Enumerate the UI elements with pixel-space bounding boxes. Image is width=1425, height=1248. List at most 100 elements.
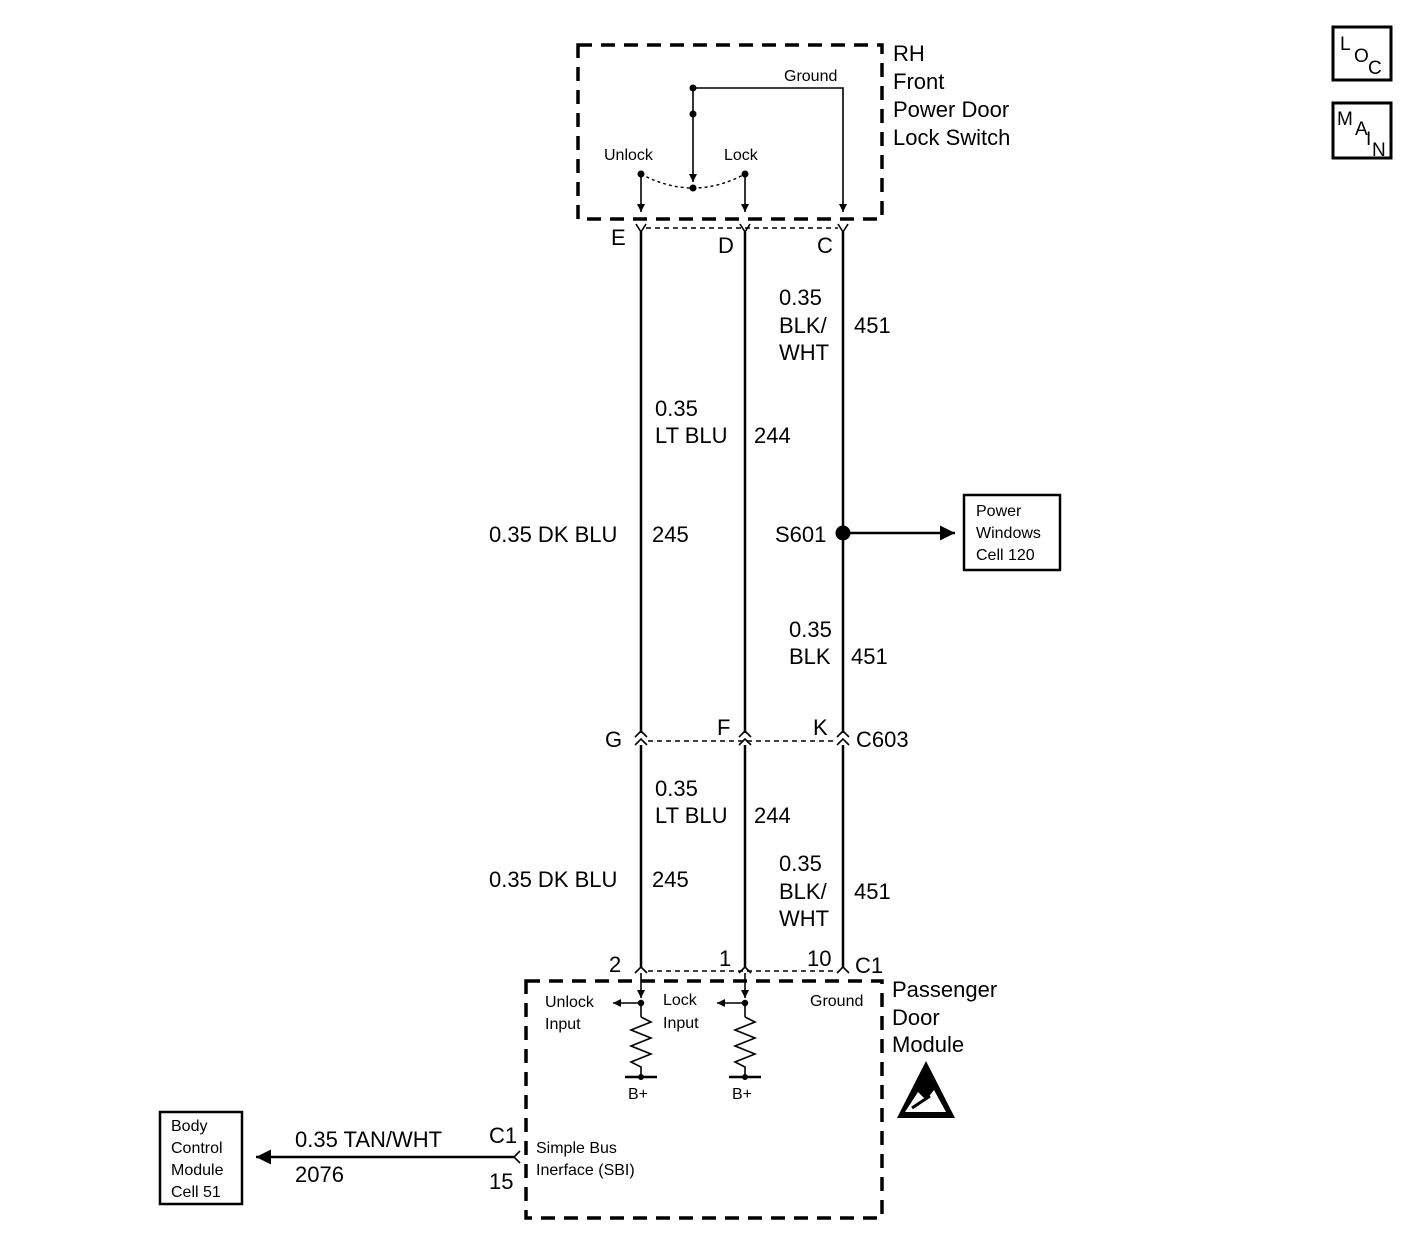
wire-gauge: 0.35 xyxy=(655,396,698,421)
bcm-line-3: Module xyxy=(171,1162,224,1179)
wire-245-upper-label: 0.35 DK BLU 245 xyxy=(489,522,689,547)
module-title-1: Passenger xyxy=(892,977,997,1002)
power-windows-line-1: Power xyxy=(976,503,1022,520)
lock-bplus-label: B+ xyxy=(732,1086,752,1103)
wire-circuit: 451 xyxy=(854,313,891,338)
pin-2-label: 2 xyxy=(609,952,621,977)
wire-451-upper-label: 0.35 BLK/ WHT 451 xyxy=(779,285,891,365)
lock-switch-title-3: Power Door xyxy=(893,97,1009,122)
power-windows-reference[interactable]: Power Windows Cell 120 xyxy=(962,493,1062,572)
wire-circuit: 244 xyxy=(754,423,791,448)
wire-color: BLK/ xyxy=(779,879,828,904)
power-windows-line-2: Windows xyxy=(976,525,1041,542)
connector-c603: G F K C603 xyxy=(605,715,909,752)
pin-k-label: K xyxy=(813,715,828,740)
main-button[interactable]: M A I N xyxy=(1331,101,1393,161)
sbi-label-2: Inerface (SBI) xyxy=(536,1162,635,1179)
sbi-connector-label: C1 xyxy=(489,1123,517,1148)
pin-e-symbol xyxy=(635,223,647,234)
main-letter-i: I xyxy=(1366,129,1371,150)
wire-color: LT BLU xyxy=(655,803,728,828)
lock-switch-title-1: RH xyxy=(893,41,925,66)
c1-label: C1 xyxy=(855,953,883,978)
main-letter-a: A xyxy=(1355,119,1368,140)
wire-gauge: 0.35 xyxy=(789,617,832,642)
wire-color: BLK xyxy=(789,644,831,669)
pin-1-label: 1 xyxy=(719,946,731,971)
lock-switch-title-2: Front xyxy=(893,69,944,94)
pin-1-symbol xyxy=(738,965,752,974)
pin-c-symbol xyxy=(837,223,849,234)
main-letter-n: N xyxy=(1372,140,1386,161)
sbi-pin-label: 15 xyxy=(489,1169,513,1194)
wire-circuit: 245 xyxy=(652,867,689,892)
switch-unlock-label: Unlock xyxy=(604,147,654,164)
splice-s601: S601 xyxy=(775,522,955,547)
wire-circuit: 451 xyxy=(854,879,891,904)
lock-bplus-node xyxy=(742,1074,748,1080)
switch-ground-path xyxy=(693,87,847,212)
switch-lock-label: Lock xyxy=(724,147,759,164)
wire-245-lower-label: 0.35 DK BLU 245 xyxy=(489,867,689,892)
pin-f-symbol xyxy=(738,737,752,746)
sbi-label-1: Simple Bus xyxy=(536,1140,617,1157)
pin-10-symbol xyxy=(836,965,850,974)
power-windows-line-3: Cell 120 xyxy=(976,547,1035,564)
bcm-line-1: Body xyxy=(171,1118,207,1135)
pin-g-symbol xyxy=(634,737,648,746)
unlock-input-label-1: Unlock xyxy=(545,994,595,1011)
lock-switch-title-4: Lock Switch xyxy=(893,125,1010,150)
switch-node xyxy=(689,84,697,92)
lock-switch: RH Front Power Door Lock Switch Unlock L… xyxy=(576,41,1010,221)
unlock-pullup-resistor xyxy=(628,1016,654,1077)
module-ground-label: Ground xyxy=(810,993,863,1010)
wire-gauge: 0.35 xyxy=(655,776,698,801)
wire-gauge-color: 0.35 DK BLU xyxy=(489,522,617,547)
pin-e-label: E xyxy=(611,225,626,250)
loc-letter-c: C xyxy=(1368,58,1382,79)
pin-g-label: G xyxy=(605,727,622,752)
body-control-module-reference[interactable]: Body Control Module Cell 51 xyxy=(158,1110,244,1206)
wire-color: WHT xyxy=(779,906,829,931)
unlock-bplus-node xyxy=(638,1074,644,1080)
lock-pullup-resistor xyxy=(732,1016,758,1077)
wire-gauge: 0.35 xyxy=(779,851,822,876)
main-letter-m: M xyxy=(1337,109,1353,130)
module-title-2: Door xyxy=(892,1005,940,1030)
splice-label: S601 xyxy=(775,522,826,547)
switch-ground-label: Ground xyxy=(784,68,837,85)
module-connector-c1: 2 1 10 C1 xyxy=(609,946,883,978)
pin-f-symbol xyxy=(738,729,752,738)
switch-travel-arc xyxy=(640,173,746,189)
pin-15-symbol xyxy=(512,1150,521,1164)
unlock-input-label-2: Input xyxy=(545,1016,581,1033)
wire-244-lower-label: 0.35 LT BLU 244 xyxy=(655,776,791,828)
wire-gauge: 0.35 xyxy=(779,285,822,310)
passenger-door-module: Passenger Door Module B+ Unlock Input B+… xyxy=(524,973,997,1220)
lock-input-label-1: Lock xyxy=(663,992,698,1009)
switch-connector: E D C xyxy=(611,223,849,258)
pin-g-symbol xyxy=(634,729,648,738)
esd-warning-icon xyxy=(897,1061,955,1118)
wire-244-upper-label: 0.35 LT BLU 244 xyxy=(655,396,791,448)
module-title-3: Module xyxy=(892,1032,964,1057)
wire-circuit: 451 xyxy=(851,644,888,669)
bcm-line-2: Control xyxy=(171,1140,223,1157)
pin-2-symbol xyxy=(634,965,648,974)
wire-2076-gauge-color: 0.35 TAN/WHT xyxy=(295,1127,442,1152)
wire-color: LT BLU xyxy=(655,423,728,448)
pin-c-label: C xyxy=(817,233,833,258)
pin-d-label: D xyxy=(718,233,734,258)
pin-k-symbol xyxy=(836,729,850,738)
switch-node xyxy=(689,110,697,118)
module-outline xyxy=(524,979,884,1220)
wire-2076: 0.35 TAN/WHT 2076 C1 15 xyxy=(256,1123,521,1194)
unlock-bplus-label: B+ xyxy=(628,1086,648,1103)
loc-letter-l: L xyxy=(1340,34,1351,55)
wire-color: WHT xyxy=(779,340,829,365)
wire-color: BLK/ xyxy=(779,313,828,338)
lock-switch-outline xyxy=(576,43,884,221)
lock-input-label-2: Input xyxy=(663,1015,699,1032)
loc-button[interactable]: L O C xyxy=(1331,25,1393,82)
